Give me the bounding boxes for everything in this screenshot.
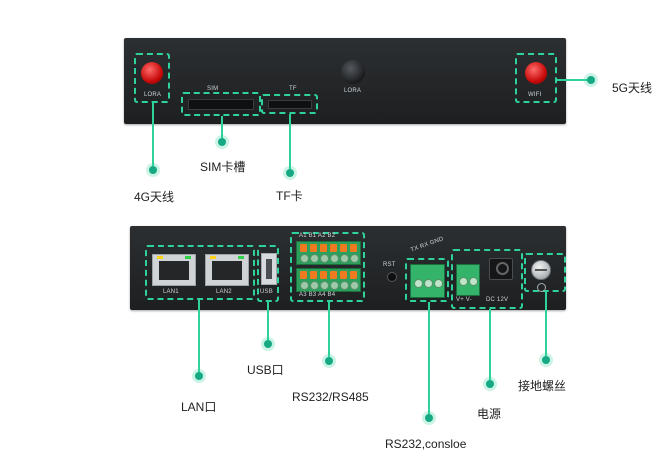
wifi-antenna-connector xyxy=(525,62,547,84)
power-callout: 电源 xyxy=(477,407,502,421)
lora-connector xyxy=(341,60,365,84)
rs-terminal-top xyxy=(296,241,361,265)
lan2-port xyxy=(205,254,249,286)
ground-leader-dot xyxy=(542,356,550,364)
reset-button[interactable] xyxy=(387,272,397,282)
ground-symbol-icon xyxy=(537,283,546,292)
wifi-antenna-highlight xyxy=(515,53,557,103)
rs-terminal-highlight xyxy=(290,232,365,302)
console-leader-line xyxy=(428,302,430,414)
ground-leader-line xyxy=(545,292,547,356)
sim-label: SIM xyxy=(207,86,219,92)
usb-leader-line xyxy=(267,302,269,340)
console-highlight xyxy=(405,258,449,302)
tf-leader-line xyxy=(289,114,291,169)
lan2-label: LAN2 xyxy=(216,289,232,295)
g4-antenna-callout: 4G天线 xyxy=(134,190,175,204)
sim-slot-highlight xyxy=(181,92,261,116)
dc-label: DC 12V xyxy=(486,297,509,303)
rs232-rs485-callout: RS232/RS485 xyxy=(292,390,369,404)
g5-antenna-callout: 5G天线 xyxy=(612,81,653,95)
lan1-port xyxy=(152,254,196,286)
g4-leader-line xyxy=(152,103,154,166)
lan-leader-dot xyxy=(195,372,203,380)
ground-screw xyxy=(531,260,551,280)
lora-label: LORA xyxy=(344,88,362,94)
rs-terminal-bottom xyxy=(296,268,361,292)
rs-top-label: A1 B1 A2 B2 xyxy=(299,233,336,239)
rs-leader-dot xyxy=(325,357,333,365)
tf-label: TF xyxy=(289,86,297,92)
power-pins-label: V+ V- xyxy=(456,297,472,303)
tf-slot-highlight xyxy=(261,94,318,114)
rst-label: RST xyxy=(383,262,396,268)
usb-highlight xyxy=(257,245,279,302)
ground-screw-callout: 接地螺丝 xyxy=(518,379,567,393)
usb-port-callout: USB口 xyxy=(247,363,284,377)
tf-card-callout: TF卡 xyxy=(276,189,303,203)
dc-jack xyxy=(489,258,513,280)
rs-bottom-label: A3 B3 A4 B4 xyxy=(299,292,336,298)
rs232-console-callout: RS232,consloe xyxy=(385,437,467,451)
wifi-label: WIFI xyxy=(528,92,542,98)
sim-slot xyxy=(188,99,254,110)
sim-slot-callout: SIM卡槽 xyxy=(200,160,246,174)
power-leader-dot xyxy=(486,380,494,388)
tf-slot xyxy=(268,100,312,109)
g4-leader-dot xyxy=(149,166,157,174)
usb-port xyxy=(261,253,277,285)
sim-leader-line xyxy=(221,116,223,138)
rs-leader-line xyxy=(328,302,330,357)
lan-highlight xyxy=(145,245,255,300)
left-antenna-label: LORA xyxy=(144,92,162,98)
tf-leader-dot xyxy=(286,169,294,177)
power-leader-line xyxy=(489,309,491,380)
power-terminal xyxy=(456,264,480,296)
left-antenna-highlight xyxy=(134,53,170,103)
lan1-label: LAN1 xyxy=(163,289,179,295)
usb-label: USB xyxy=(260,289,273,295)
console-terminal xyxy=(410,264,445,298)
console-leader-dot xyxy=(425,414,433,422)
power-highlight xyxy=(451,249,523,309)
usb-leader-dot xyxy=(264,340,272,348)
ground-highlight xyxy=(524,253,566,292)
g5-leader-dot xyxy=(587,76,595,84)
lan-port-callout: LAN口 xyxy=(181,400,217,414)
lan-leader-line xyxy=(198,300,200,372)
left-antenna-connector xyxy=(141,62,163,84)
g5-leader-line xyxy=(557,79,589,81)
sim-leader-dot xyxy=(218,138,226,146)
